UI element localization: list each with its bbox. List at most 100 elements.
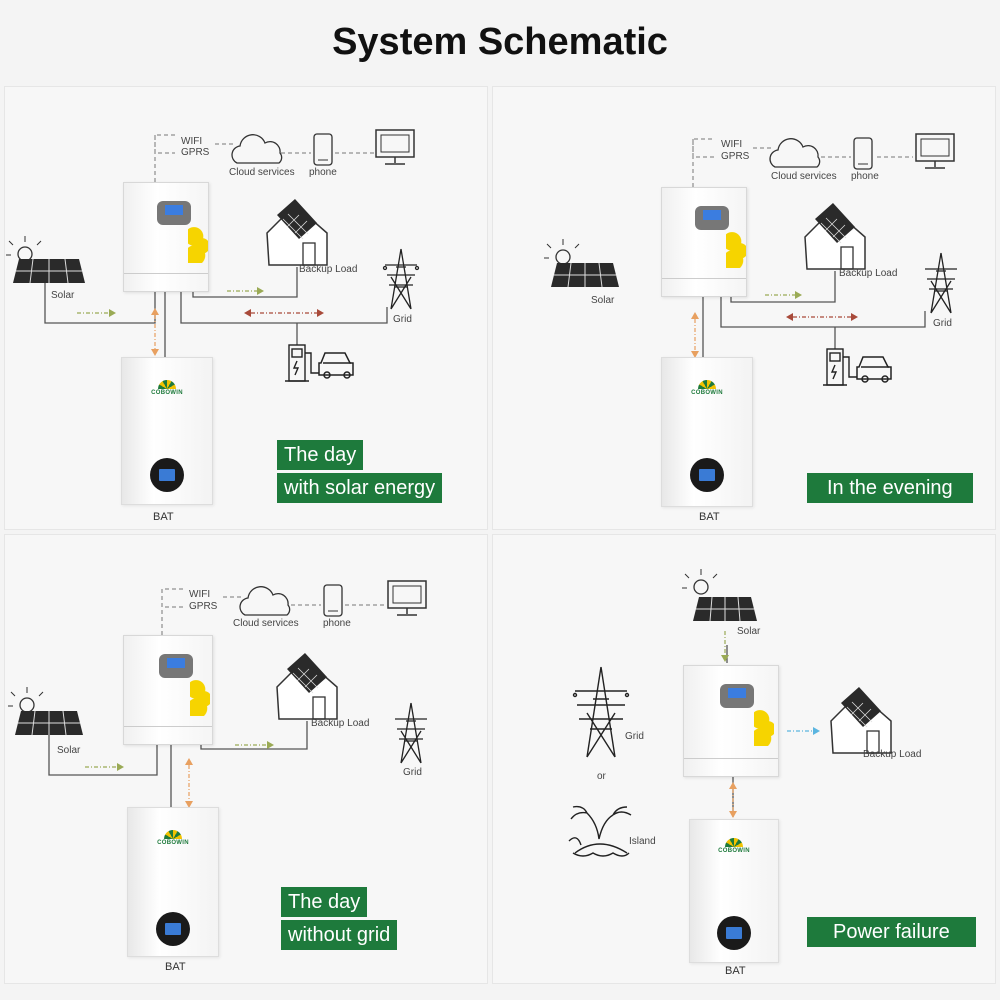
phone-label: phone bbox=[323, 618, 351, 629]
solar-label: Solar bbox=[51, 290, 75, 301]
battery: COBOWIN bbox=[689, 819, 779, 963]
or-label: or bbox=[597, 771, 606, 782]
bat-label: BAT bbox=[165, 961, 186, 973]
solar-flow-arrow bbox=[85, 763, 124, 771]
schematic-lines bbox=[544, 133, 957, 386]
panel-day-solar: WIFI GPRS Cloud services phone Solar Bac… bbox=[4, 86, 488, 530]
bat-label: BAT bbox=[725, 965, 746, 977]
backup-load-label: Backup Load bbox=[299, 264, 358, 275]
car-icon bbox=[856, 356, 892, 383]
inverter bbox=[123, 182, 209, 292]
load-flow-arrow bbox=[235, 741, 274, 749]
solar-panel-icon bbox=[6, 236, 85, 284]
house-icon bbox=[830, 687, 892, 754]
solar-flow-arrow bbox=[721, 631, 729, 662]
inverter-display bbox=[157, 201, 191, 225]
solar-label: Solar bbox=[57, 745, 81, 756]
caption-line-2: without grid bbox=[281, 920, 398, 950]
monitor-icon bbox=[375, 129, 415, 165]
caption-line-1: In the evening bbox=[807, 473, 973, 503]
cloud-icon bbox=[231, 134, 283, 164]
monitor-icon bbox=[387, 580, 427, 616]
battery: COBOWIN bbox=[121, 357, 213, 505]
battery: COBOWIN bbox=[661, 357, 753, 507]
backup-load-label: Backup Load bbox=[311, 718, 370, 729]
load-flow-arrow bbox=[787, 727, 820, 735]
solar-panel-icon bbox=[8, 687, 83, 736]
gprs-label: GPRS bbox=[181, 147, 210, 158]
wifi-label: WIFI bbox=[721, 139, 743, 150]
battery-brand: COBOWIN bbox=[151, 390, 183, 396]
grid-label: Grid bbox=[625, 731, 644, 742]
grid-pylon-icon bbox=[572, 666, 630, 758]
house-icon bbox=[276, 653, 338, 720]
battery-flow-arrow bbox=[691, 312, 699, 358]
grid-label: Grid bbox=[403, 767, 422, 778]
inverter bbox=[661, 187, 747, 297]
cloud-label: Cloud services bbox=[229, 167, 295, 178]
grid-pylon-icon bbox=[395, 702, 427, 764]
backup-load-label: Backup Load bbox=[839, 268, 898, 279]
grid-pylon-icon bbox=[382, 248, 420, 310]
inverter bbox=[683, 665, 779, 777]
ev-charger-icon bbox=[823, 348, 857, 386]
grid-flow-arrow bbox=[244, 309, 324, 317]
cloud-icon bbox=[239, 586, 291, 616]
battery-brand: COBOWIN bbox=[691, 390, 723, 396]
caption-line-2: with solar energy bbox=[277, 473, 443, 503]
inverter-display bbox=[720, 684, 754, 708]
cloud-icon bbox=[769, 138, 821, 168]
solar-label: Solar bbox=[737, 626, 761, 637]
island-icon bbox=[568, 805, 632, 857]
schematic-lines bbox=[6, 129, 420, 382]
backup-load-label: Backup Load bbox=[863, 749, 922, 760]
battery-display bbox=[150, 458, 184, 492]
caption-line-1: The day bbox=[281, 887, 368, 917]
schematic-lines bbox=[568, 569, 892, 857]
panel-day-no-grid: WIFI GPRS Cloud services phone Solar Bac… bbox=[4, 534, 488, 984]
cloud-label: Cloud services bbox=[771, 171, 837, 182]
phone-icon bbox=[323, 584, 343, 617]
battery-display bbox=[717, 916, 751, 950]
caption-line-1: The day bbox=[277, 440, 364, 470]
wifi-label: WIFI bbox=[189, 589, 211, 600]
grid-flow-arrow bbox=[786, 313, 858, 321]
phone-label: phone bbox=[309, 167, 337, 178]
phone-icon bbox=[313, 133, 333, 166]
inverter bbox=[123, 635, 213, 745]
battery-brand: COBOWIN bbox=[157, 840, 189, 846]
page-title: System Schematic bbox=[332, 20, 668, 63]
island-label: Island bbox=[629, 836, 656, 847]
solar-panel-icon bbox=[682, 569, 757, 622]
battery-flow-arrow bbox=[185, 758, 193, 808]
house-icon bbox=[804, 203, 866, 270]
solar-label: Solar bbox=[591, 295, 615, 306]
panel-evening: WIFI GPRS Cloud services phone Solar Bac… bbox=[492, 86, 996, 530]
panel-power-failure: Solar Grid or Island Backup Load COBOWIN… bbox=[492, 534, 996, 984]
load-flow-arrow bbox=[227, 287, 264, 295]
inverter-display bbox=[159, 654, 193, 678]
gprs-label: GPRS bbox=[721, 151, 750, 162]
battery-brand: COBOWIN bbox=[718, 848, 750, 854]
bat-label: BAT bbox=[153, 511, 174, 523]
battery: COBOWIN bbox=[127, 807, 219, 957]
ev-charger-icon bbox=[285, 344, 319, 382]
solar-flow-arrow bbox=[77, 309, 116, 317]
load-flow-arrow bbox=[765, 291, 802, 299]
cloud-label: Cloud services bbox=[233, 618, 299, 629]
battery-display bbox=[690, 458, 724, 492]
car-icon bbox=[318, 352, 354, 379]
wifi-label: WIFI bbox=[181, 136, 203, 147]
gprs-label: GPRS bbox=[189, 601, 218, 612]
inverter-display bbox=[695, 206, 729, 230]
house-icon bbox=[266, 199, 328, 266]
phone-label: phone bbox=[851, 171, 879, 182]
solar-panel-icon bbox=[544, 239, 619, 288]
bat-label: BAT bbox=[699, 511, 720, 523]
phone-icon bbox=[853, 137, 873, 170]
battery-flow-arrow bbox=[729, 782, 737, 818]
battery-flow-arrow bbox=[151, 308, 159, 356]
schematic-lines bbox=[8, 580, 427, 808]
caption-line-1: Power failure bbox=[807, 917, 976, 947]
grid-label: Grid bbox=[393, 314, 412, 325]
